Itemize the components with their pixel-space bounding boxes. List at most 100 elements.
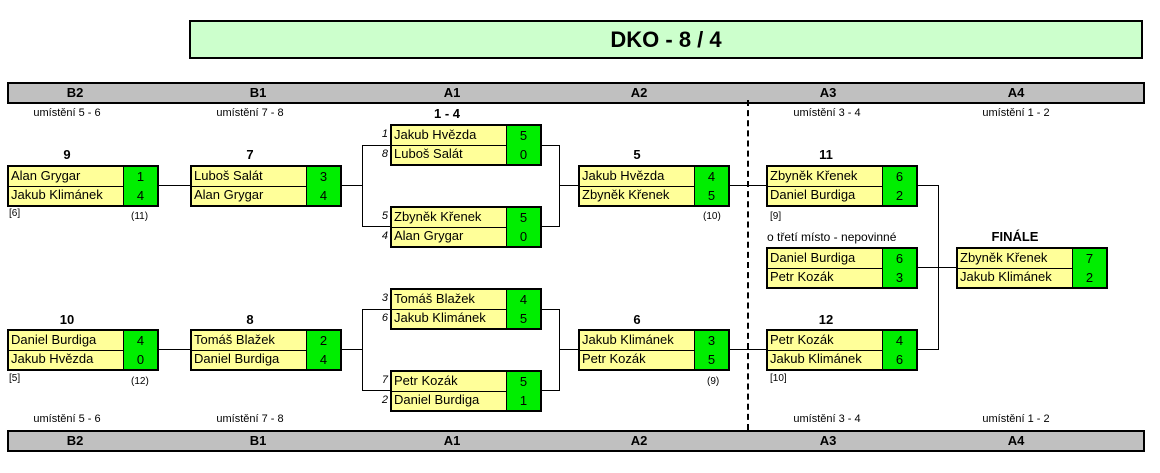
third-place-label: o třetí místo - nepovinné: [767, 230, 897, 244]
player-name: Petr Kozák: [770, 332, 834, 347]
bracket-line: [918, 185, 938, 186]
match-row: Jakub Klimánek 2: [958, 268, 1106, 287]
match-label-8: 8: [246, 312, 254, 327]
column-header-b1: B1: [249, 433, 267, 448]
player-name: Jakub Hvězda: [394, 127, 477, 142]
bracket-line: [542, 309, 560, 310]
score: 0: [506, 227, 540, 246]
score: 4: [506, 290, 540, 309]
score: 4: [123, 331, 157, 350]
score: 3: [306, 167, 340, 186]
column-header-a2: A2: [630, 433, 648, 448]
page-title: DKO - 8 / 4: [189, 20, 1143, 59]
match-label-6: 6: [633, 312, 641, 327]
bracket-line: [362, 145, 363, 227]
player-name: Jakub Klimánek: [960, 269, 1052, 284]
match-label-10: 10: [59, 312, 75, 327]
score: 5: [506, 372, 540, 391]
column-header-a1: A1: [443, 433, 461, 448]
score: 6: [882, 350, 916, 369]
score: 6: [882, 167, 916, 186]
player-name: Daniel Burdiga: [770, 187, 856, 202]
bracket-line: [542, 226, 560, 227]
bracket-line: [542, 390, 560, 391]
player-name: Daniel Burdiga: [770, 250, 856, 265]
score: 5: [506, 126, 540, 145]
column-header-bar-bottom: B2 B1 A1 A2 A3 A4: [7, 430, 1145, 452]
bracket-line: [158, 349, 190, 350]
column-header-bar-top: B2 B1 A1 A2 A3 A4: [7, 82, 1145, 104]
player-name: Alan Grygar: [194, 187, 264, 202]
score: 2: [882, 186, 916, 205]
bracket-line: [362, 226, 390, 227]
bracket-line: [362, 309, 390, 310]
placing-b2-top: umístění 5 - 6: [33, 107, 101, 119]
player-name: Zbyněk Křenek: [960, 250, 1048, 265]
match-row: Jakub Klimánek 5: [392, 309, 540, 328]
bracket-line: [559, 145, 560, 227]
player-name: Jakub Klimánek: [582, 332, 674, 347]
score: 2: [1072, 268, 1106, 287]
bracket-line: [559, 349, 578, 350]
seed-number: 8: [381, 148, 388, 160]
placing-b2-bottom: umístění 5 - 6: [33, 413, 101, 425]
score: 1: [506, 391, 540, 410]
column-header-a4: A4: [1007, 433, 1025, 448]
ref-note-m5: (10): [703, 211, 721, 222]
player-name: Tomáš Blažek: [194, 332, 275, 347]
column-header-b1: B1: [249, 85, 267, 100]
bracket-line: [559, 185, 578, 186]
losers-bracket-divider: [747, 100, 749, 430]
bracket-line: [559, 309, 560, 391]
player-name: Jakub Klimánek: [394, 310, 486, 325]
score: 3: [882, 268, 916, 287]
seed-note-m12: [10]: [770, 373, 787, 384]
column-header-a2: A2: [630, 85, 648, 100]
match-row: Jakub Klimánek 3: [580, 331, 728, 351]
seed-number: 3: [381, 292, 388, 304]
placing-b1-bottom: umístění 7 - 8: [216, 413, 284, 425]
bracket-line: [341, 185, 362, 186]
score: 3: [694, 331, 728, 350]
seed-number: 4: [381, 230, 388, 242]
player-name: Zbyněk Křenek: [582, 187, 670, 202]
ref-note-m9: (11): [131, 211, 149, 222]
score: 5: [506, 309, 540, 328]
a1-placing-label: 1 - 4: [433, 106, 460, 121]
seed-number: 6: [381, 312, 388, 324]
column-header-a4: A4: [1007, 85, 1025, 100]
player-name: Petr Kozák: [582, 351, 646, 366]
match-label-11: 11: [819, 147, 833, 162]
player-name: Zbyněk Křenek: [394, 209, 482, 224]
bracket-line: [341, 349, 362, 350]
bracket-line: [728, 185, 766, 186]
score: 0: [123, 350, 157, 369]
score: 2: [306, 331, 340, 350]
seed-note-m11: [9]: [770, 211, 782, 222]
match-row: Daniel Burdiga 2: [768, 186, 916, 205]
